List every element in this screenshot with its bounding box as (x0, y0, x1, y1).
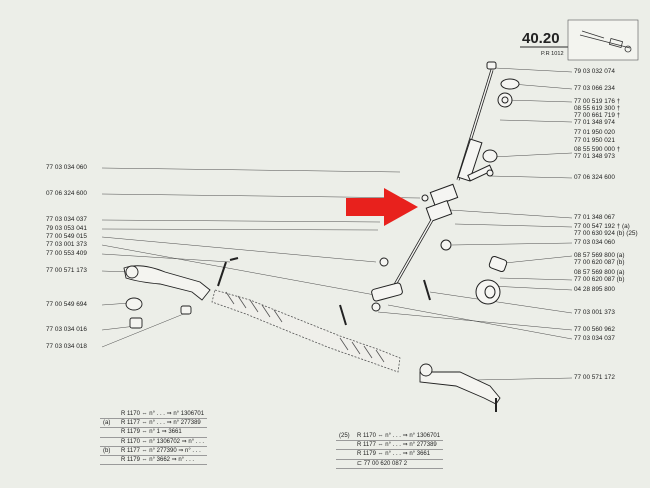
part-number-label: 77 00 571 173 (46, 267, 87, 274)
part-number-label: 79 03 032 074 (574, 68, 615, 75)
table-row: R 1179 ⇔ n° . . . ⇒ n° 3661 (336, 449, 444, 460)
part-number-label: 77 03 001 373 (46, 241, 87, 248)
part-number-label: 77 03 034 037 (46, 216, 87, 223)
table-row: R 1170 ⇔ n° 1306702 ⇒ n° . . . (100, 437, 208, 447)
footnote-table-left: R 1170 ⇔ n° . . . ⇒ n° 1306701 (a)R 1177… (100, 410, 208, 466)
table-row: R 1177 ⇔ n° . . . ⇒ n° 277389 (336, 440, 444, 451)
part-number-label: 77 00 549 015 (46, 233, 87, 240)
part-number-label: 77 00 620 087 (b) (574, 276, 625, 283)
part-number-label: 08 57 569 800 (a) (574, 252, 625, 259)
part-number-label: 77 03 034 016 (46, 326, 87, 333)
part-number-label: 04 28 895 800 (574, 286, 615, 293)
part-number-label: 08 55 619 300 † (574, 105, 621, 112)
steering-rack-thumbnail-icon (579, 30, 632, 53)
table-row: (a)R 1177 ⇔ n° . . . ⇒ n° 277389 (100, 418, 208, 429)
part-number-label: 77 01 348 067 (574, 214, 615, 221)
part-number-label: 08 55 590 000 † (574, 146, 621, 153)
part-number-label: 77 00 560 962 (574, 326, 615, 333)
part-number-label: 77 03 034 018 (46, 343, 87, 350)
page-ref: P.R 1012 (541, 51, 564, 57)
part-number-label: 07 06 324 600 (46, 190, 87, 197)
part-number-label: 77 03 001 373 (574, 309, 615, 316)
table-row: ⊏ 77 00 620 087 2 (336, 459, 444, 469)
part-number-label: 77 00 571 172 (574, 374, 615, 381)
table-row: R 1179 ⇔ n° 1 ⇒ 3661 (100, 427, 208, 438)
page-number: 40.20 (522, 30, 560, 47)
table-row: R 1170 ⇔ n° . . . ⇒ n° 1306701 (100, 410, 208, 420)
part-number-label: 77 03 034 060 (574, 239, 615, 246)
part-number-label: 77 00 553 409 (46, 250, 87, 257)
table-row: R 1179 ⇔ n° 3662 ⇒ n° . . . (100, 455, 208, 466)
part-number-label: 77 01 950 021 (574, 137, 615, 144)
table-row: (b)R 1177 ⇔ n° 277390 ⇒ n° . . . (100, 446, 208, 457)
part-number-label: 77 03 066 234 (574, 85, 615, 92)
part-number-label: 77 00 620 087 (b) (574, 259, 625, 266)
part-number-label: 77 00 630 924 (b) (25) (574, 230, 638, 237)
footnote-table-right: (25)R 1170 ⇔ n° . . . ⇒ n° 1306701 R 117… (336, 432, 444, 469)
part-number-label: 77 00 519 176 † (574, 98, 621, 105)
part-number-label: 77 00 661 719 † (574, 112, 621, 119)
part-number-label: 77 00 549 694 (46, 301, 87, 308)
part-number-label: 79 03 053 041 (46, 225, 87, 232)
part-number-label: 77 03 034 037 (574, 335, 615, 342)
red-pointer-arrow-icon (346, 188, 418, 226)
part-number-label: 77 01 348 974 (574, 119, 615, 126)
part-number-label: 77 00 547 192 † (a) (574, 223, 630, 230)
part-number-label: 08 57 569 800 (a) (574, 269, 625, 276)
part-number-label: 77 01 348 973 (574, 153, 615, 160)
part-number-label: 07 06 324 600 (574, 174, 615, 181)
table-row: (25)R 1170 ⇔ n° . . . ⇒ n° 1306701 (336, 432, 444, 442)
part-number-label: 77 03 034 060 (46, 164, 87, 171)
part-number-label: 77 01 950 020 (574, 129, 615, 136)
